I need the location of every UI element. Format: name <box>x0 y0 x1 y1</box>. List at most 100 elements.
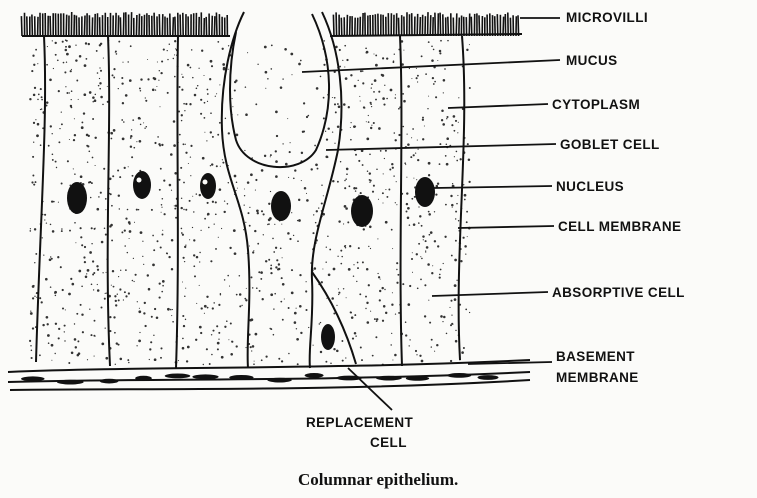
stipple-dot <box>429 234 431 236</box>
stipple-dot <box>276 259 278 261</box>
stipple-dot <box>385 150 387 152</box>
stipple-dot <box>332 131 333 132</box>
stipple-dot <box>406 192 408 194</box>
stipple-dot <box>40 144 42 146</box>
stipple-dot <box>326 298 327 299</box>
stipple-dot <box>89 309 90 310</box>
stipple-dot <box>270 154 272 156</box>
stipple-dot <box>222 63 225 66</box>
stipple-dot <box>261 210 263 212</box>
stipple-dot <box>450 324 452 326</box>
label-microvilli: MICROVILLI <box>566 10 648 25</box>
stipple-dot <box>288 177 289 178</box>
stipple-dot <box>206 348 208 350</box>
stipple-dot <box>375 99 377 101</box>
stipple-dot <box>346 168 347 169</box>
stipple-dot <box>196 87 198 89</box>
stipple-dot <box>37 99 39 101</box>
stipple-dot <box>428 213 431 216</box>
stipple-dot <box>300 60 302 62</box>
stipple-dot <box>170 309 172 311</box>
stipple-dot <box>323 195 324 196</box>
stipple-dot <box>378 199 379 200</box>
stipple-dot <box>366 121 367 122</box>
stipple-dot <box>104 228 106 230</box>
stipple-dot <box>246 288 247 289</box>
stipple-dot <box>138 209 140 211</box>
stipple-dot <box>434 81 436 83</box>
stipple-dot <box>184 110 185 111</box>
figure-caption: Columnar epithelium. <box>298 470 458 489</box>
stipple-dot <box>61 183 63 185</box>
stipple-dot <box>337 256 338 257</box>
stipple-dot <box>162 198 164 200</box>
stipple-dot <box>128 362 130 364</box>
label-cell-membrane: CELL MEMBRANE <box>558 219 681 234</box>
stipple-dot <box>61 123 63 125</box>
stipple-dot <box>113 316 115 318</box>
stipple-dot <box>341 340 343 342</box>
stipple-dot <box>199 261 200 262</box>
stipple-dot <box>376 320 378 322</box>
stipple-dot <box>147 78 149 80</box>
stipple-dot <box>294 169 296 171</box>
stipple-dot <box>374 318 376 320</box>
stipple-dot <box>362 261 364 263</box>
stipple-dot <box>244 150 245 151</box>
stipple-dot <box>54 292 56 294</box>
stipple-dot <box>320 351 322 353</box>
stipple-dot <box>104 298 106 300</box>
stipple-dot <box>409 285 411 287</box>
stipple-dot <box>441 110 444 113</box>
stipple-dot <box>428 174 430 176</box>
stipple-dot <box>439 143 441 145</box>
stipple-dot <box>71 90 73 92</box>
microvillus <box>66 15 67 36</box>
stipple-dot <box>395 313 396 314</box>
stipple-dot <box>382 57 384 59</box>
stipple-dot <box>392 292 393 293</box>
stipple-dot <box>49 258 52 261</box>
stipple-dot <box>32 156 34 158</box>
stipple-dot <box>322 268 323 269</box>
stipple-dot <box>39 354 41 356</box>
stipple-dot <box>167 308 170 311</box>
stipple-dot <box>208 227 210 229</box>
stipple-dot <box>167 253 168 254</box>
stipple-dot <box>383 173 384 174</box>
stipple-dot <box>134 222 135 223</box>
stipple-dot <box>140 78 142 80</box>
stipple-dot <box>143 264 144 265</box>
stipple-dot <box>439 274 441 276</box>
microvillus <box>495 16 496 36</box>
stipple-dot <box>231 341 232 342</box>
stipple-dot <box>95 228 96 229</box>
stipple-dot <box>180 167 182 169</box>
stipple-dot <box>339 49 341 51</box>
stipple-dot <box>262 298 264 300</box>
stipple-dot <box>40 88 42 90</box>
stipple-dot <box>36 134 39 137</box>
microvillus <box>497 14 498 36</box>
stipple-dot <box>339 66 341 68</box>
stipple-dot <box>424 315 426 317</box>
stipple-dot <box>218 339 219 340</box>
stipple-dot <box>204 313 205 314</box>
stipple-dot <box>453 130 455 132</box>
stipple-dot <box>74 338 77 341</box>
stipple-dot <box>163 49 165 51</box>
stipple-dot <box>55 42 57 44</box>
stipple-dot <box>200 230 201 231</box>
stipple-dot <box>291 212 292 213</box>
stipple-dot <box>370 127 372 129</box>
stipple-dot <box>270 68 272 70</box>
stipple-dot <box>50 224 52 226</box>
stipple-dot <box>155 89 156 90</box>
stipple-dot <box>452 207 453 208</box>
stipple-dot <box>111 205 113 207</box>
stipple-dot <box>64 71 66 73</box>
stipple-dot <box>355 190 356 191</box>
stipple-dot <box>273 308 274 309</box>
stipple-dot <box>378 276 380 278</box>
stipple-dot <box>136 345 137 346</box>
